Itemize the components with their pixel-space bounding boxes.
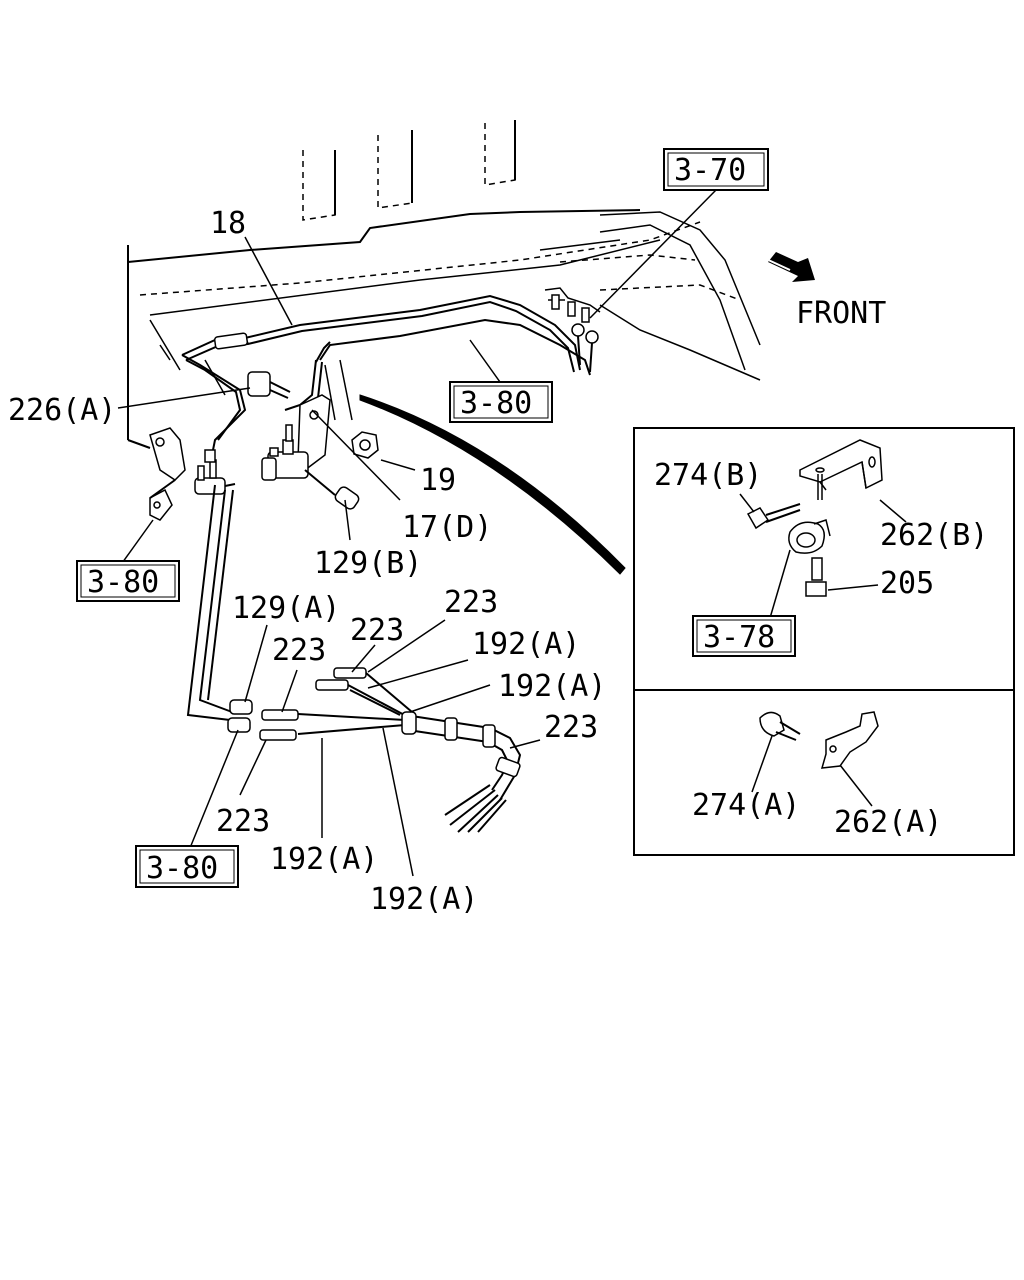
label-226a: 226(A) bbox=[8, 393, 116, 428]
label-223-top: 223 bbox=[444, 585, 498, 620]
ref-box-3-80-bottom[interactable]: 3-80 bbox=[135, 845, 239, 888]
pipe-18 bbox=[181, 294, 591, 456]
ref-3-80-top-text: 3-80 bbox=[460, 386, 532, 421]
detail-lower bbox=[751, 711, 879, 807]
detail-upper bbox=[739, 439, 907, 619]
fitting-129b bbox=[334, 486, 360, 510]
label-223-left: 223 bbox=[272, 633, 326, 668]
label-223-right: 223 bbox=[544, 710, 598, 745]
label-192a-3: 192(A) bbox=[270, 842, 378, 877]
bolt-205 bbox=[805, 581, 827, 597]
valve-assembly bbox=[247, 371, 379, 510]
ref-3-78-text: 3-78 bbox=[703, 620, 775, 655]
bolt-274a bbox=[759, 711, 785, 737]
front-arrow-icon bbox=[763, 252, 815, 282]
rear-fittings bbox=[544, 287, 601, 373]
label-192a-4: 192(A) bbox=[370, 882, 478, 917]
left-junction bbox=[149, 427, 236, 521]
label-262b: 262(B) bbox=[880, 518, 988, 553]
label-192a-2: 192(A) bbox=[498, 669, 606, 704]
ref-box-3-70[interactable]: 3-70 bbox=[663, 148, 769, 191]
vehicle-frame bbox=[127, 120, 761, 449]
label-223-bottom: 223 bbox=[216, 804, 270, 839]
bolt-274b bbox=[746, 507, 770, 530]
pipe-grommet bbox=[213, 332, 249, 350]
label-274b: 274(B) bbox=[654, 458, 762, 493]
bolt-226a-head bbox=[247, 371, 271, 397]
label-262a: 262(A) bbox=[834, 805, 942, 840]
ref-3-70-text: 3-70 bbox=[674, 153, 746, 188]
label-19: 19 bbox=[420, 463, 456, 498]
ref-box-3-80-left[interactable]: 3-80 bbox=[76, 560, 180, 602]
label-192a-1: 192(A) bbox=[472, 627, 580, 662]
label-17d: 17(D) bbox=[402, 510, 492, 545]
connector-129a-lower bbox=[227, 717, 251, 733]
label-129b: 129(B) bbox=[314, 546, 422, 581]
ref-3-80-bottom-text: 3-80 bbox=[146, 851, 218, 886]
label-274a: 274(A) bbox=[692, 788, 800, 823]
ref-box-3-80-top[interactable]: 3-80 bbox=[449, 381, 553, 423]
detail-inset: 274(B) 262(B) 205 3-78 274(A) 262(A) bbox=[633, 427, 1015, 856]
connector-129a-upper bbox=[229, 699, 253, 715]
label-223-mid: 223 bbox=[350, 613, 404, 648]
bracket-262a bbox=[820, 711, 879, 769]
label-18: 18 bbox=[210, 206, 246, 241]
label-129a: 129(A) bbox=[232, 591, 340, 626]
front-label: FRONT bbox=[796, 296, 886, 331]
brake-line-left bbox=[198, 489, 233, 713]
wire-harness bbox=[227, 667, 522, 833]
ref-3-80-left-text: 3-80 bbox=[87, 565, 159, 600]
main-cable-sheath bbox=[359, 394, 626, 575]
label-205: 205 bbox=[880, 566, 934, 601]
ref-box-3-78[interactable]: 3-78 bbox=[692, 615, 796, 657]
leader-lines bbox=[117, 189, 717, 877]
